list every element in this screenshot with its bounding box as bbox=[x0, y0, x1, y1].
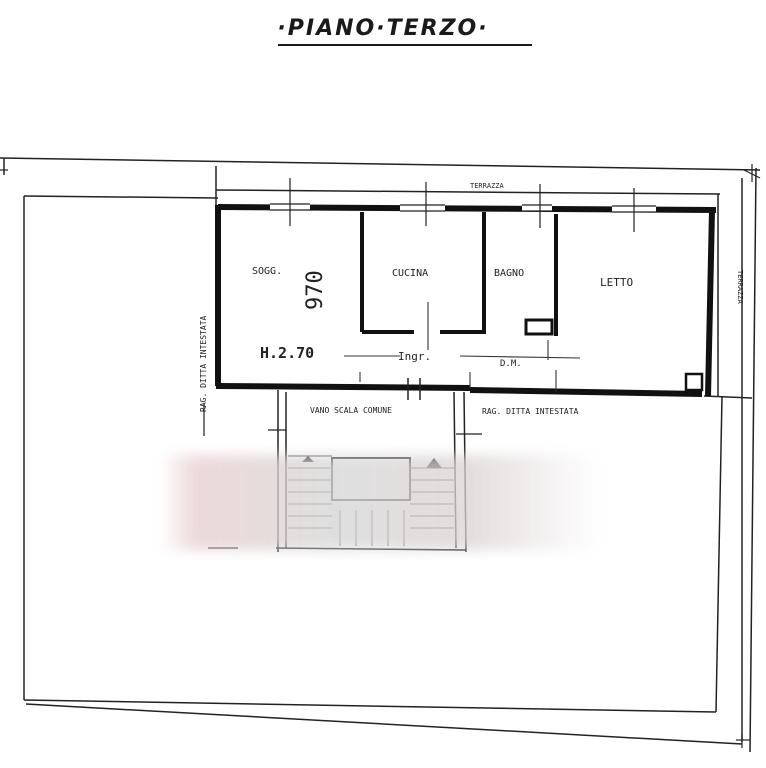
window-marks bbox=[270, 178, 656, 232]
shower-fixture bbox=[524, 318, 554, 336]
rag-ditta-left-label: RAG. DITTA INTESTATA bbox=[199, 315, 208, 412]
interior-walls bbox=[360, 212, 558, 336]
title-underline bbox=[278, 44, 532, 46]
apartment-walls bbox=[215, 204, 717, 397]
ingresso-label: Ingr. bbox=[398, 350, 431, 363]
corner-fixture bbox=[684, 372, 704, 392]
room-label-bagno: BAGNO bbox=[494, 268, 524, 279]
height-label: H.2.70 bbox=[260, 344, 314, 362]
terrazza-top-label: TERRAZZA bbox=[470, 182, 505, 190]
terrazza-right-label: TERRAZZA bbox=[736, 270, 744, 305]
handwritten-number: 970 bbox=[303, 270, 328, 310]
door-lines bbox=[344, 302, 581, 392]
room-label-soggiorno: SOGG. bbox=[252, 266, 282, 277]
rag-ditta-bottom-label: RAG. DITTA INTESTATA bbox=[482, 407, 579, 416]
redacted-watermark bbox=[160, 455, 600, 550]
vano-scala-label: VANO SCALA COMUNE bbox=[310, 406, 392, 415]
page-title: ·PIANO·TERZO· bbox=[277, 16, 489, 41]
room-label-cucina: CUCINA bbox=[392, 268, 428, 279]
terrace-outline bbox=[215, 166, 721, 396]
room-label-letto: LETTO bbox=[600, 276, 633, 289]
lot-boundary bbox=[0, 157, 761, 753]
disimpegno-label: D.M. bbox=[500, 359, 522, 369]
